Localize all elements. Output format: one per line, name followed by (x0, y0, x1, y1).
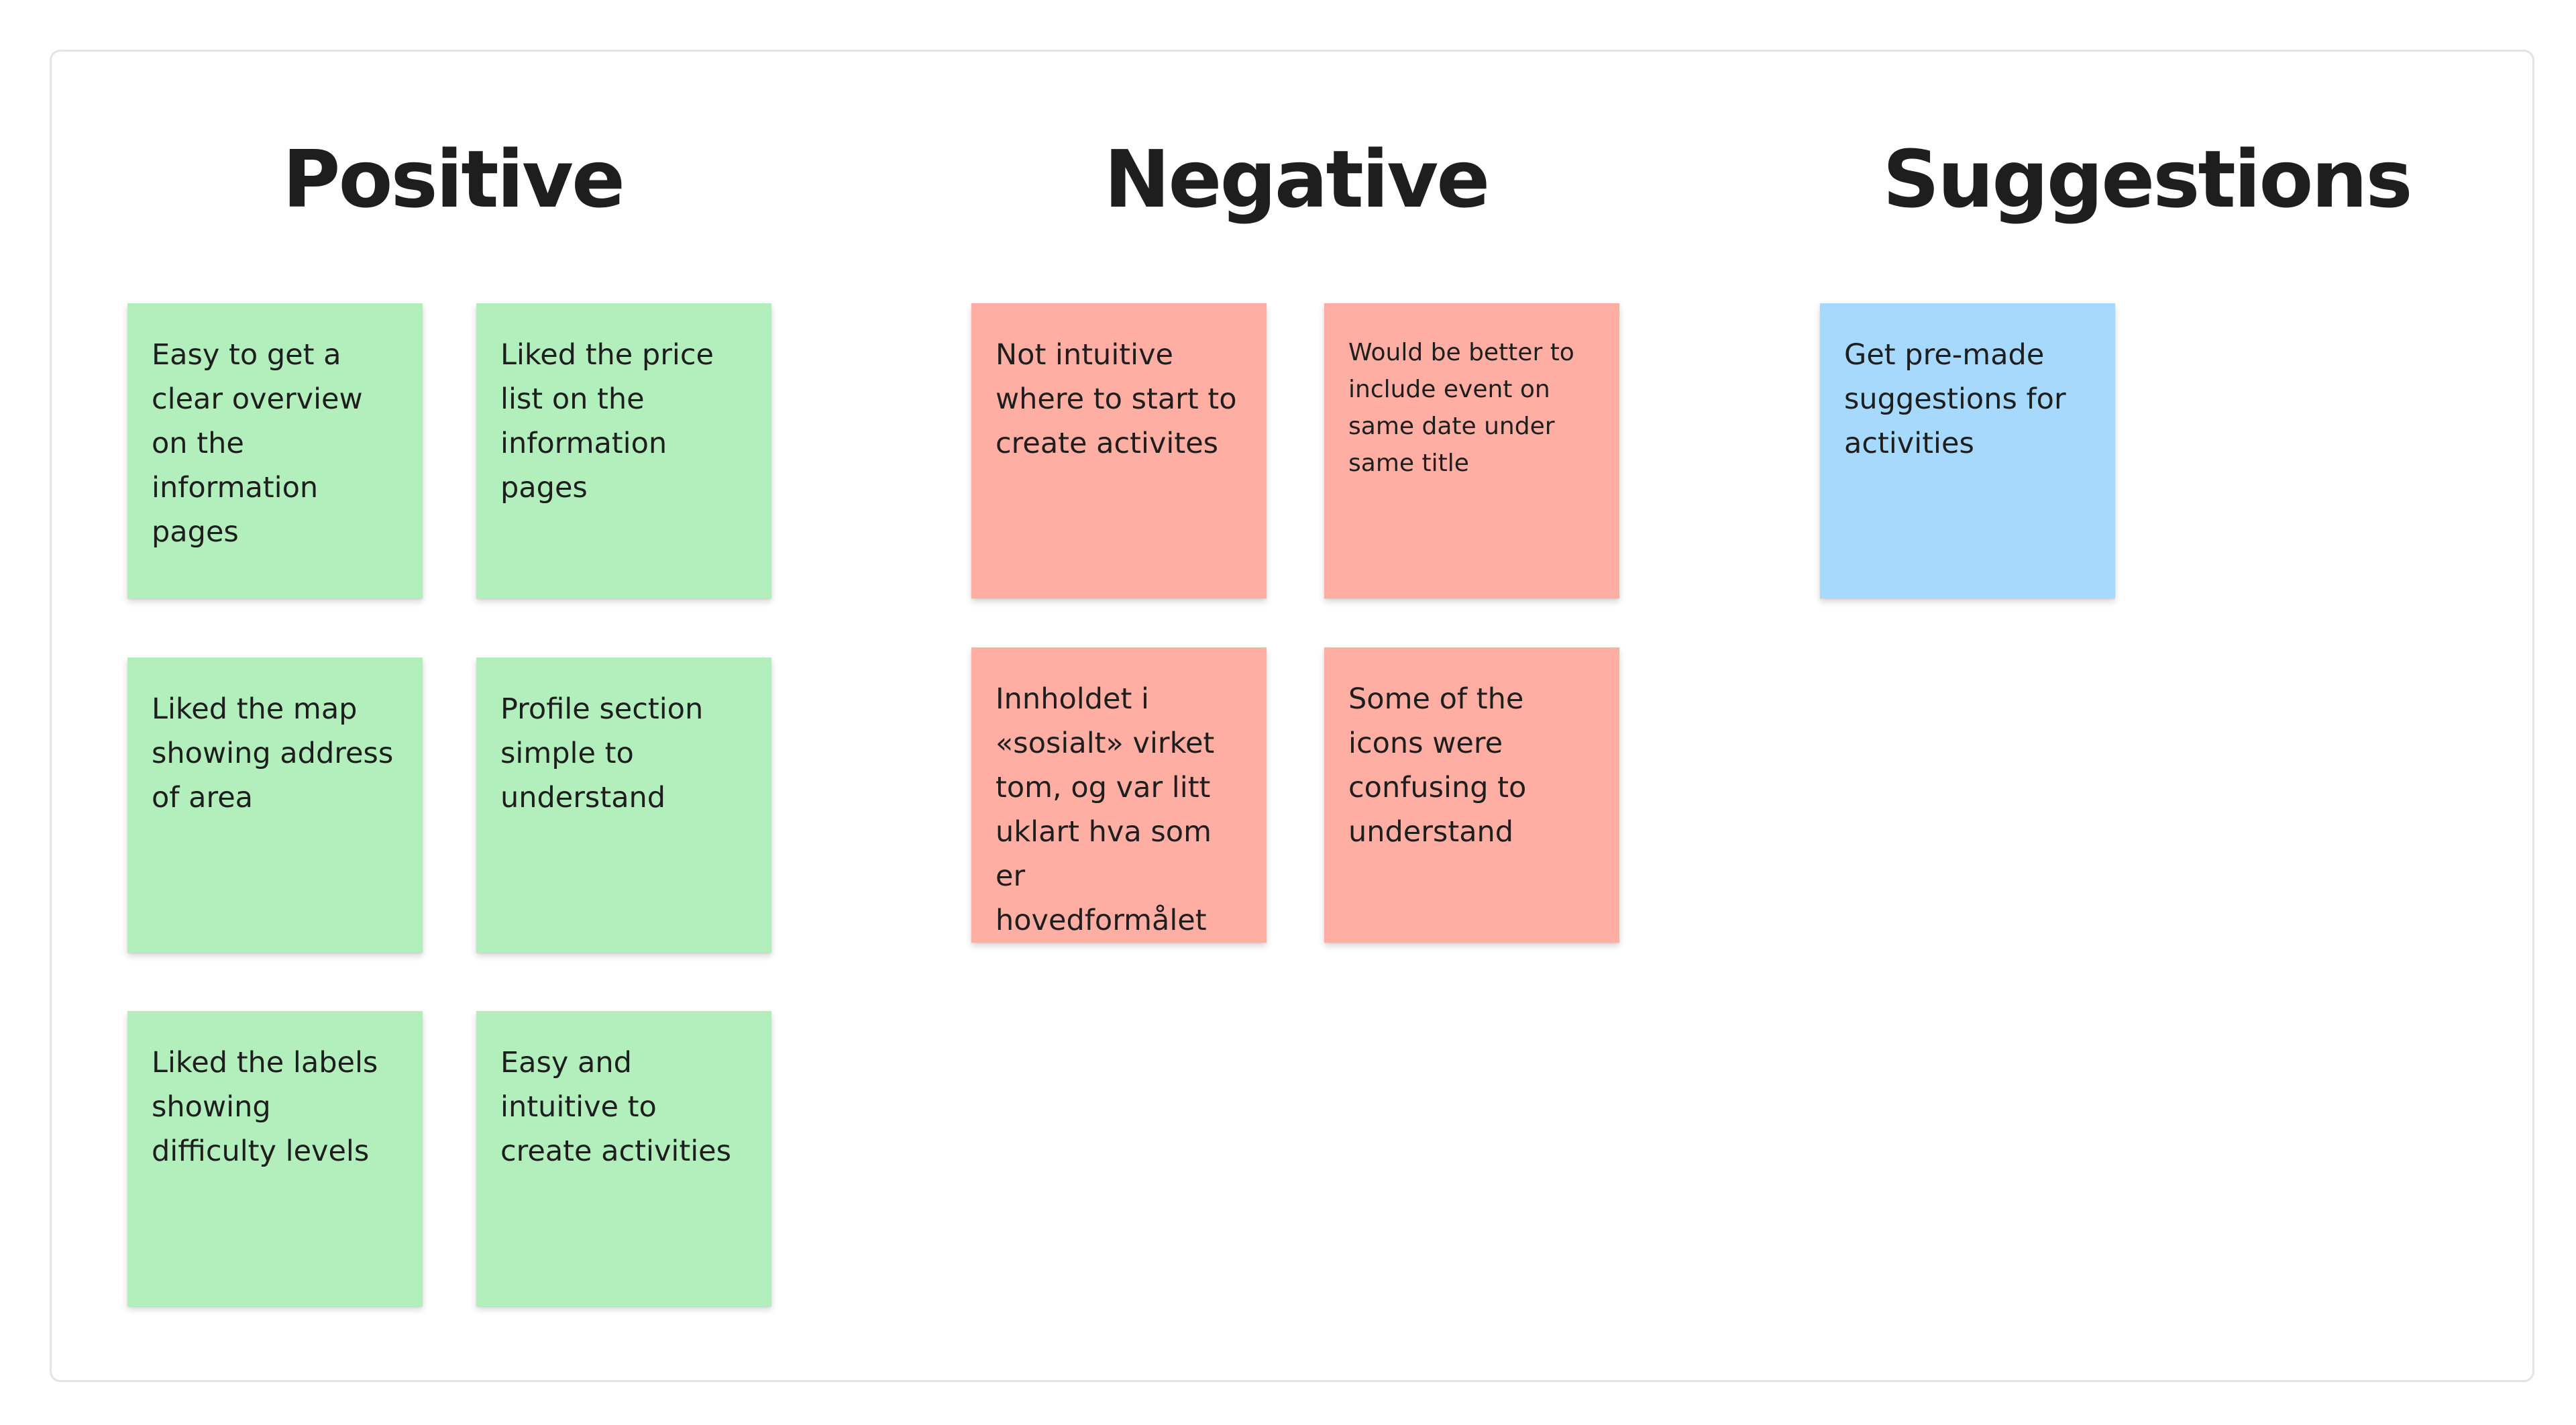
positive-sticky-note[interactable]: Liked the price list on the information … (476, 303, 771, 598)
positive-sticky-note[interactable]: Liked the map showing address of area (127, 657, 423, 953)
positive-sticky-note[interactable]: Liked the labels showing difficulty leve… (127, 1011, 423, 1306)
positive-sticky-note[interactable]: Easy to get a clear overview on the info… (127, 303, 423, 598)
negative-sticky-note[interactable]: Innholdet i «sosialt» virket tom, og var… (971, 647, 1267, 943)
positive-column-heading: Positive (282, 133, 625, 225)
negative-sticky-note[interactable]: Would be better to include event on same… (1324, 303, 1619, 598)
positive-sticky-note[interactable]: Profile section simple to understand (476, 657, 771, 953)
negative-sticky-note[interactable]: Some of the icons were confusing to unde… (1324, 647, 1619, 943)
suggestions-column-heading: Suggestions (1882, 133, 2412, 225)
negative-column-heading: Negative (1104, 133, 1491, 225)
negative-sticky-note[interactable]: Not intuitive where to start to create a… (971, 303, 1267, 598)
suggestion-sticky-note[interactable]: Get pre-made suggestions for activities (1820, 303, 2115, 598)
feedback-board (50, 50, 2534, 1382)
positive-sticky-note[interactable]: Easy and intuitive to create activities (476, 1011, 771, 1306)
